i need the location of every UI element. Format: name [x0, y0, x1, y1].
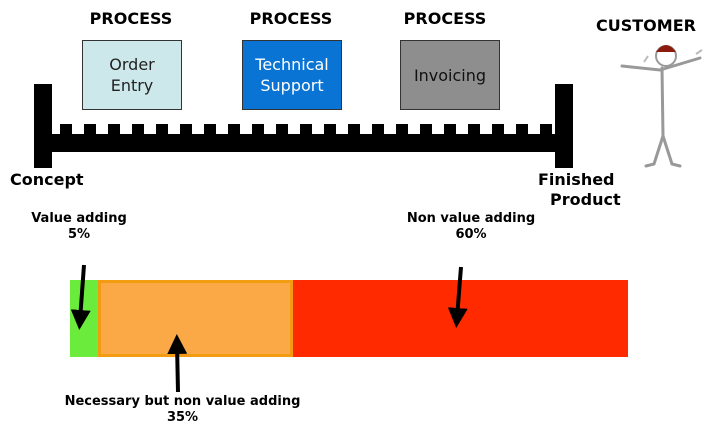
rail-tooth [204, 124, 216, 135]
rail-tooth [180, 124, 192, 135]
process-box-line: Entry [110, 76, 154, 95]
rail-tooth [444, 124, 456, 135]
process-box-line: Invoicing [413, 65, 487, 85]
rail-tooth [516, 124, 528, 135]
rail-teeth [60, 124, 552, 135]
value-adding-arrow [70, 264, 91, 330]
rail-tooth [540, 124, 552, 135]
non-value-adding-percent: 60% [455, 227, 487, 242]
rail-tooth [372, 124, 384, 135]
finished-line: Finished [538, 170, 615, 189]
necessary-segment [97, 280, 294, 357]
rail-tooth [60, 124, 72, 135]
non-value-adding-arrow [447, 266, 468, 328]
value-adding-label: Value adding 5% [24, 211, 134, 243]
rail-tooth [228, 124, 240, 135]
rail-tooth [396, 124, 408, 135]
product-line: Product [550, 190, 621, 209]
necessary-arrow [167, 334, 188, 393]
concept-label: Concept [10, 170, 84, 189]
process-box-line: Support [260, 76, 324, 95]
process-box-line: Order [109, 55, 155, 74]
process-timeline-rail [34, 84, 573, 168]
rail-start-post [34, 84, 52, 168]
necessary-label: Necessary but non value adding 35% [40, 394, 325, 426]
rail-tooth [468, 124, 480, 135]
non-value-adding-title: Non value adding [406, 211, 536, 226]
rail-tooth [252, 124, 264, 135]
value-adding-percent: 5% [67, 227, 91, 242]
rail-bar [52, 134, 555, 152]
rail-tooth [324, 124, 336, 135]
necessary-title: Necessary but non value adding [64, 394, 301, 409]
rail-end-post [555, 84, 573, 168]
rail-tooth [108, 124, 120, 135]
rail-tooth [300, 124, 312, 135]
rail-tooth [276, 124, 288, 135]
rail-tooth [492, 124, 504, 135]
customer-label: CUSTOMER [596, 16, 696, 35]
value-adding-title: Value adding [31, 211, 127, 226]
process-header-3: PROCESS [403, 9, 487, 28]
necessary-percent: 35% [166, 410, 199, 425]
process-box-order-entry: Order Entry [82, 40, 182, 110]
process-box-line: Technical [255, 55, 329, 74]
non-value-adding-label: Non value adding 60% [396, 211, 546, 243]
finished-product-label: Finished Product [538, 170, 621, 210]
stick-figure-icon [620, 45, 703, 168]
process-box-invoicing: Invoicing [400, 40, 500, 110]
process-header-1: PROCESS [89, 9, 173, 28]
rail-tooth [132, 124, 144, 135]
rail-tooth [420, 124, 432, 135]
rail-tooth [84, 124, 96, 135]
rail-tooth [348, 124, 360, 135]
process-header-2: PROCESS [249, 9, 333, 28]
rail-tooth [156, 124, 168, 135]
process-box-technical-support: Technical Support [242, 40, 342, 110]
